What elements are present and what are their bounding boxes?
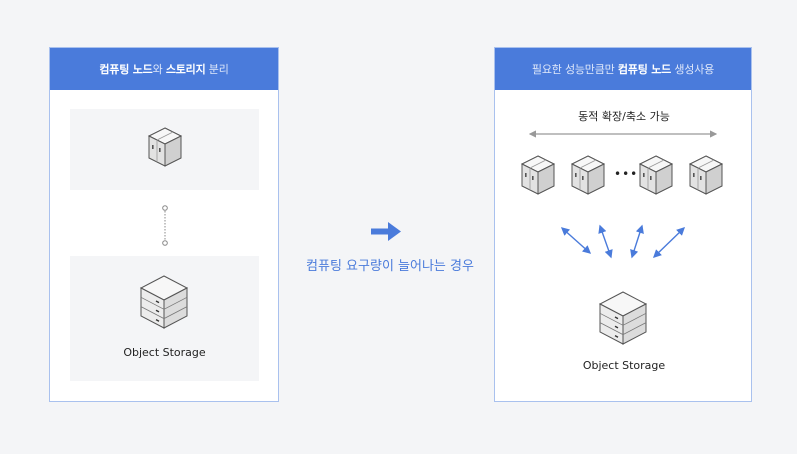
- right-panel: 필요한 성능만큼만 컴퓨팅 노드 생성사용 동적 확장/축소 가능 ••• Ob…: [494, 47, 752, 402]
- server-icon: [570, 154, 606, 196]
- storage-label: Object Storage: [123, 346, 206, 359]
- header-part: 필요한 성능만큼만: [531, 63, 618, 76]
- right-panel-header: 필요한 성능만큼만 컴퓨팅 노드 생성사용: [495, 48, 751, 90]
- scaling-range-arrow-icon: [528, 130, 718, 138]
- bidirectional-arrow-icon: [630, 224, 644, 259]
- dotted-link-icon: [162, 205, 168, 246]
- storage-stack-icon: [598, 290, 648, 346]
- bidirectional-arrows: [560, 224, 686, 259]
- arrow-right-icon: [371, 222, 401, 241]
- header-part: 분리: [205, 63, 229, 76]
- bidirectional-arrow-icon: [598, 224, 613, 259]
- server-icon: [520, 154, 556, 196]
- header-part: 컴퓨팅 노드: [99, 63, 153, 76]
- header-part: 컴퓨팅 노드: [617, 63, 672, 76]
- server-icon: [688, 154, 724, 196]
- storage-box: Object Storage: [70, 256, 259, 381]
- server-icon: [638, 154, 674, 196]
- bidirectional-arrow-icon: [560, 227, 592, 254]
- storage-stack-icon: [139, 274, 189, 330]
- header-part: 와: [152, 63, 166, 76]
- bidirectional-arrow-icon: [652, 227, 686, 258]
- server-icon: [147, 126, 183, 168]
- scaling-label: 동적 확장/축소 가능: [578, 110, 670, 123]
- middle-caption: 컴퓨팅 요구량이 늘어나는 경우: [306, 259, 474, 274]
- header-part: 스토리지: [165, 63, 206, 76]
- compute-node-box: [70, 109, 259, 190]
- storage-label: Object Storage: [582, 359, 666, 372]
- header-part: 생성사용: [671, 63, 715, 76]
- ellipsis: •••: [614, 167, 639, 181]
